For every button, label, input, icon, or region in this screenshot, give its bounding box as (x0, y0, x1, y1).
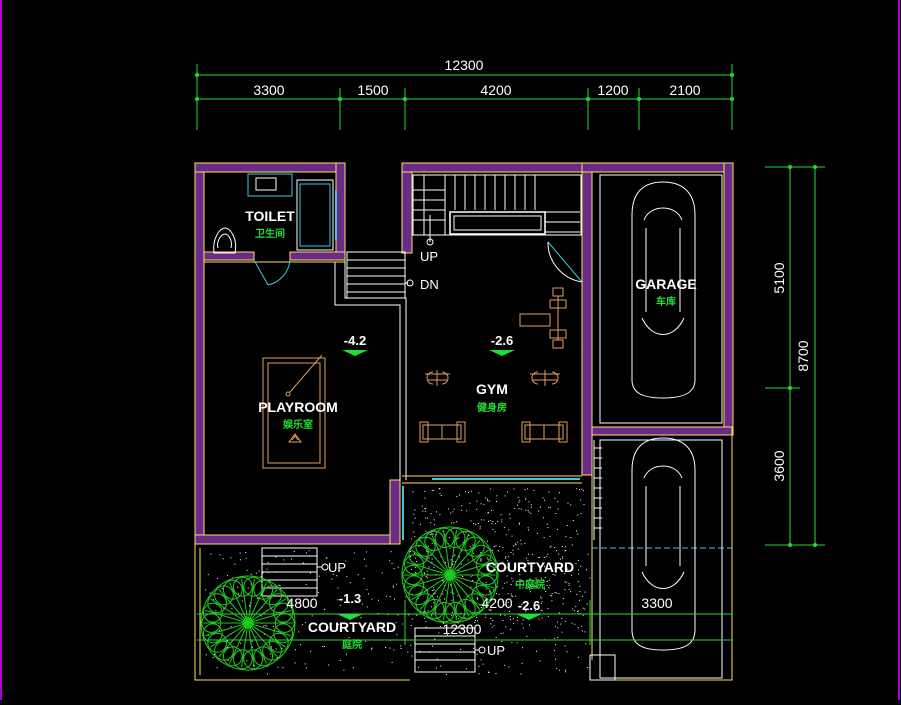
gym-stairs (346, 174, 583, 299)
room-courtyard-low-sub: 庭院 (342, 638, 362, 651)
dim-right-lower: 3600 (771, 450, 787, 481)
car-lower (599, 437, 723, 679)
court-stair-up-label-1: UP (328, 560, 346, 575)
room-playroom-sub: 娱乐室 (283, 418, 313, 431)
room-garage-sub: 车库 (656, 295, 676, 308)
dim-total-width: 12300 (445, 57, 484, 73)
tree-left (200, 575, 296, 671)
level-courtyard-mid: -2.6 (518, 598, 540, 613)
viewport-right-edge (898, 0, 900, 700)
dim-seg-1: 3300 (253, 82, 284, 98)
room-courtyard-low-name: COURTYARD (308, 619, 396, 635)
dim-seg-4: 1200 (597, 82, 628, 98)
pool-table (262, 354, 326, 469)
room-toilet-sub: 卫生间 (255, 227, 285, 240)
room-gym-name: GYM (476, 381, 508, 397)
gym-stair-dn-label: DN (420, 277, 439, 292)
dim-bottom-1: 4800 (286, 595, 317, 611)
tree-right (401, 526, 499, 624)
level-playroom: -4.2 (344, 333, 366, 348)
gym-equipment (419, 287, 568, 443)
car-upper (599, 174, 723, 424)
level-markers (337, 350, 542, 620)
dim-bottom-3: 3300 (641, 595, 672, 611)
dim-bottom-total: 12300 (443, 621, 482, 637)
room-courtyard-mid-name: COURTYARD (486, 559, 574, 575)
room-gym-sub: 健身房 (477, 401, 507, 414)
room-toilet-name: TOILET (245, 208, 295, 224)
top-dimension-ticks (195, 73, 734, 101)
dim-right-upper: 5100 (771, 262, 787, 293)
room-playroom-name: PLAYROOM (258, 399, 338, 415)
room-garage-name: GARAGE (635, 276, 696, 292)
walls (194, 162, 734, 681)
right-dimension-ticks (788, 165, 817, 547)
dim-seg-3: 4200 (480, 82, 511, 98)
toilet-fixtures (213, 173, 334, 286)
level-gym: -2.6 (491, 333, 513, 348)
courtyard-stairs (261, 547, 616, 681)
dim-bottom-2: 4200 (481, 595, 512, 611)
courtyard-mid-ground (410, 488, 585, 629)
dim-seg-2: 1500 (357, 82, 388, 98)
dim-seg-5: 2100 (669, 82, 700, 98)
viewport-left-edge (0, 0, 2, 700)
gym-stair-up-label: UP (420, 249, 438, 264)
room-courtyard-mid-sub: 中庭院 (515, 578, 545, 591)
garage-side-stairs (593, 440, 602, 540)
dim-right-total: 8700 (795, 340, 811, 371)
court-stair-up-label-2: UP (487, 643, 505, 658)
bottom-dimension-lines (197, 600, 732, 645)
level-courtyard-low: -1.3 (339, 591, 361, 606)
